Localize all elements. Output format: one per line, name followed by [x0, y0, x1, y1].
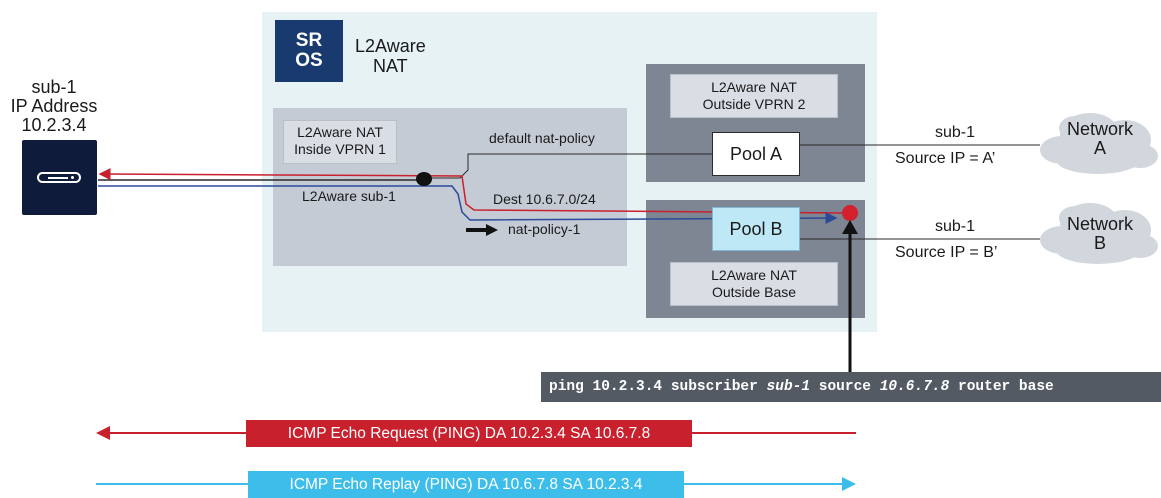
- reply-legend-banner: ICMP Echo Replay (PING) DA 10.6.7.8 SA 1…: [248, 471, 684, 498]
- default-policy-line: [425, 153, 712, 179]
- request-legend-head: [96, 426, 110, 440]
- outside-base-line1: L2Aware NAT: [711, 267, 797, 283]
- title-line1: L2Aware: [355, 36, 426, 56]
- request-path: [98, 168, 846, 214]
- request-legend-text: ICMP Echo Request (PING) DA 10.2.3.4 SA …: [287, 424, 651, 442]
- reply-legend-text: ICMP Echo Replay (PING) DA 10.6.7.8 SA 1…: [289, 475, 643, 493]
- title-line2: NAT: [373, 56, 408, 76]
- sros-logo-line2: OS: [295, 50, 323, 71]
- subscriber-ip-label: IP Address: [10, 96, 98, 116]
- subscriber-device: [22, 140, 97, 215]
- subscriber-name: sub-1: [31, 77, 77, 97]
- sros-logo-line1: SR: [295, 30, 323, 51]
- network-b-line2: B: [1093, 233, 1106, 253]
- cmd-part4: 10.6.7.8: [879, 379, 950, 395]
- reply-path: [98, 185, 838, 225]
- outside-base-label: L2Aware NAT Outside Base: [670, 262, 838, 306]
- reply-legend-head: [842, 477, 856, 491]
- network-b-line1: Network: [1066, 214, 1133, 234]
- outside-base-line2: Outside Base: [711, 284, 797, 300]
- inside-vprn1-label: L2Aware NAT Inside VPRN 1: [283, 120, 397, 164]
- sros-logo: SR OS: [275, 20, 343, 82]
- default-policy-label: default nat-policy: [489, 130, 595, 146]
- subscriber-link-label: L2Aware sub-1: [302, 188, 396, 204]
- pool-b: Pool B: [712, 207, 800, 251]
- network-b-label: Network B: [1050, 215, 1150, 253]
- sub1-b-label: sub-1: [935, 218, 976, 235]
- outside-vprn2-line2: Outside VPRN 2: [702, 96, 806, 112]
- pool-b-label: Pool B: [729, 218, 783, 239]
- inside-label-line1: L2Aware NAT: [297, 124, 383, 140]
- network-a-label: Network A: [1050, 120, 1150, 158]
- cmd-part1: ping 10.2.3.4 subscriber: [549, 379, 767, 395]
- dest-label: Dest 10.6.7.0/24: [493, 191, 596, 207]
- outside-vprn2-label: L2Aware NAT Outside VPRN 2: [670, 74, 838, 118]
- inside-node: [416, 172, 432, 186]
- pool-a: Pool A: [712, 132, 800, 176]
- source-a-label: Source IP = A’: [895, 150, 996, 167]
- command-arrow-head: [842, 220, 858, 234]
- subscriber-ip-value: 10.2.3.4: [21, 115, 87, 135]
- ping-command: ping 10.2.3.4 subscriber sub-1 source 10…: [541, 372, 1161, 402]
- network-b-cloud: [1040, 203, 1158, 264]
- nat-policy1-arrow-head: [486, 224, 498, 236]
- source-b-label: Source IP = B’: [895, 244, 998, 261]
- nat-policy1-label: nat-policy-1: [508, 221, 581, 237]
- pool-a-label: Pool A: [729, 143, 783, 164]
- inside-label-line2: Inside VPRN 1: [294, 141, 386, 157]
- cmd-part3: source: [810, 379, 880, 395]
- network-a-line2: A: [1093, 138, 1106, 158]
- outside-vprn2-line1: L2Aware NAT: [711, 79, 797, 95]
- diagram-title: L2Aware NAT: [355, 36, 426, 76]
- cmd-part2: sub-1: [766, 379, 811, 395]
- network-a-line1: Network: [1066, 119, 1133, 139]
- network-a-cloud: [1040, 113, 1158, 174]
- cmd-part5: router base: [949, 379, 1054, 395]
- request-legend-banner: ICMP Echo Request (PING) DA 10.2.3.4 SA …: [246, 420, 692, 447]
- device-indicator-icon: [37, 172, 81, 183]
- source-endpoint-dot: [842, 205, 858, 221]
- subscriber-info: sub-1 IP Address 10.2.3.4: [4, 78, 104, 135]
- sub1-a-label: sub-1: [935, 124, 976, 141]
